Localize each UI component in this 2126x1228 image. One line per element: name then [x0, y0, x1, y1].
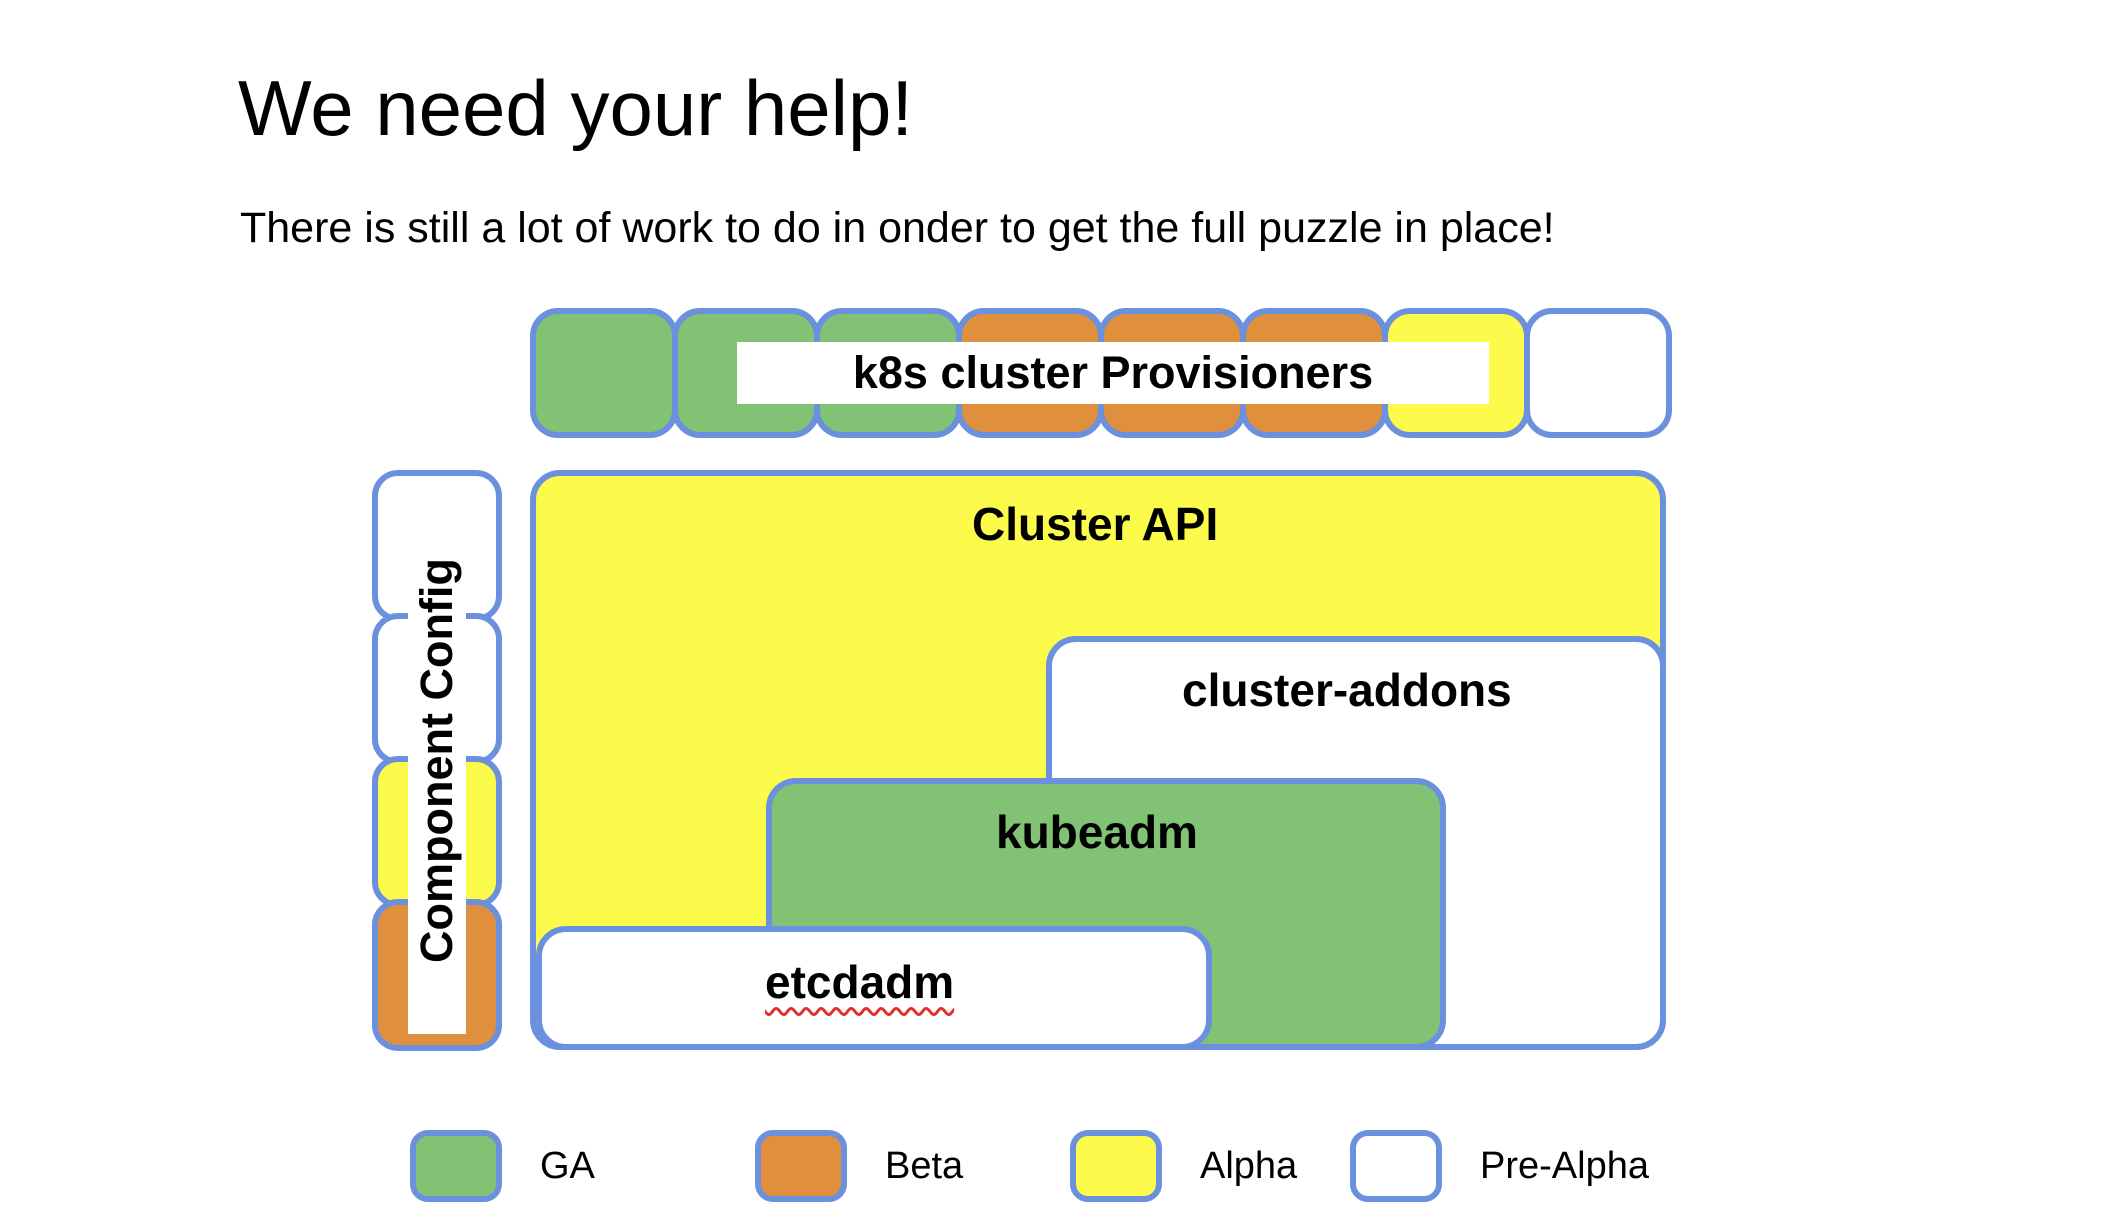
cluster-api-label: Cluster API [972, 498, 1219, 550]
provisioners-label: k8s cluster Provisioners [737, 342, 1489, 404]
legend-swatch-ga [410, 1130, 502, 1202]
legend-label: GA [540, 1144, 595, 1187]
legend-label: Beta [885, 1144, 964, 1187]
legend-label: Pre-Alpha [1480, 1144, 1649, 1187]
cluster-addons-label: cluster-addons [1182, 664, 1512, 716]
legend-swatch-alpha [1070, 1130, 1162, 1202]
provisioner-box-7[interactable] [1524, 308, 1672, 438]
page-title: We need your help! [238, 64, 913, 153]
legend-item-beta: Beta [755, 1128, 963, 1204]
legend-item-ga: GA [410, 1128, 595, 1204]
etcdadm-label: etcdadm [765, 956, 955, 1008]
legend-swatch-pre-alpha [1350, 1130, 1442, 1202]
page-subtitle: There is still a lot of work to do in on… [240, 204, 1555, 252]
legend-swatch-beta [755, 1130, 847, 1202]
legend-item-pre-alpha: Pre-Alpha [1350, 1128, 1649, 1204]
etcdadm-box[interactable] [536, 926, 1212, 1050]
legend-label: Alpha [1200, 1144, 1298, 1187]
provisioner-box-0[interactable] [530, 308, 678, 438]
kubeadm-label: kubeadm [996, 806, 1198, 858]
component-config-label: Component Config [408, 488, 466, 1034]
legend-item-alpha: Alpha [1070, 1128, 1297, 1204]
legend: GA Beta Alpha Pre-Alpha [410, 1128, 1710, 1204]
